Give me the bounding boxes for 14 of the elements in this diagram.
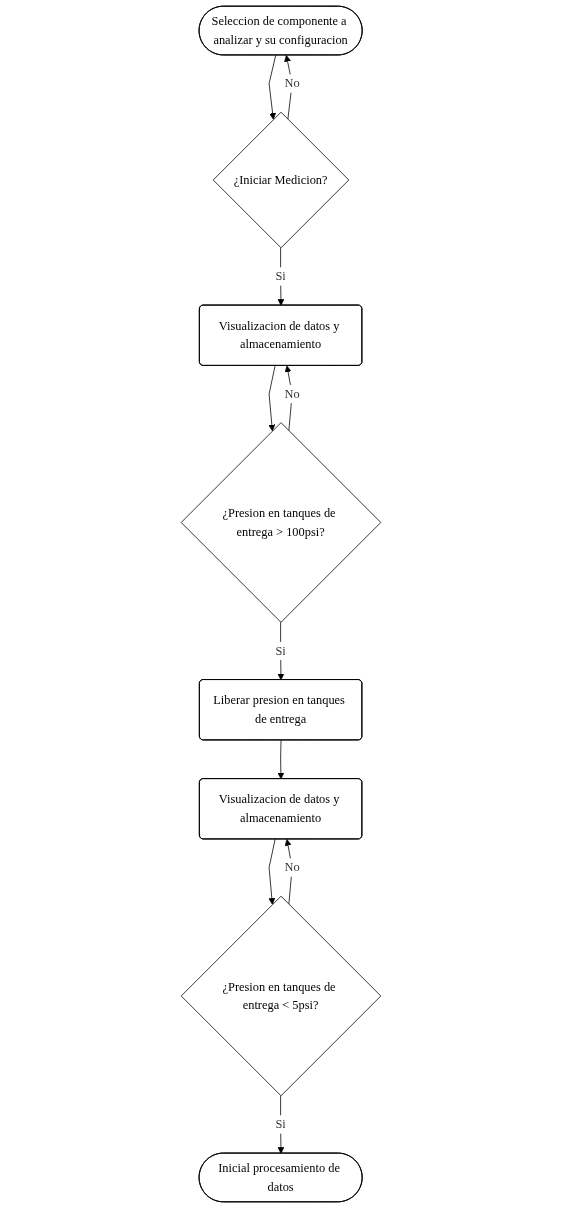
edge-label: No bbox=[284, 387, 300, 401]
process-box: Visualizacion de datos y almacenamiento bbox=[198, 778, 362, 840]
process-box: Liberar presion en tanques de entrega bbox=[198, 679, 362, 741]
terminal-oval: Seleccion de componente a analizar y su configuracion bbox=[198, 5, 362, 56]
edge-label: Si bbox=[274, 1117, 286, 1131]
edge-label: No bbox=[284, 860, 300, 874]
decision-diamond: ¿Presion en tanques de entrega > 100psi? bbox=[180, 422, 381, 623]
terminal-oval: Inicial procesamiento de datos bbox=[198, 1152, 362, 1203]
edge-label: No bbox=[284, 76, 300, 90]
process-box: Visualizacion de datos y almacenamiento bbox=[198, 304, 362, 366]
decision-diamond: ¿Presion en tanques de entrega < 5psi? bbox=[180, 895, 381, 1097]
decision-diamond: ¿Iniciar Medicion? bbox=[212, 111, 349, 249]
edge-label: Si bbox=[274, 269, 286, 283]
edge-label: Si bbox=[274, 643, 286, 658]
